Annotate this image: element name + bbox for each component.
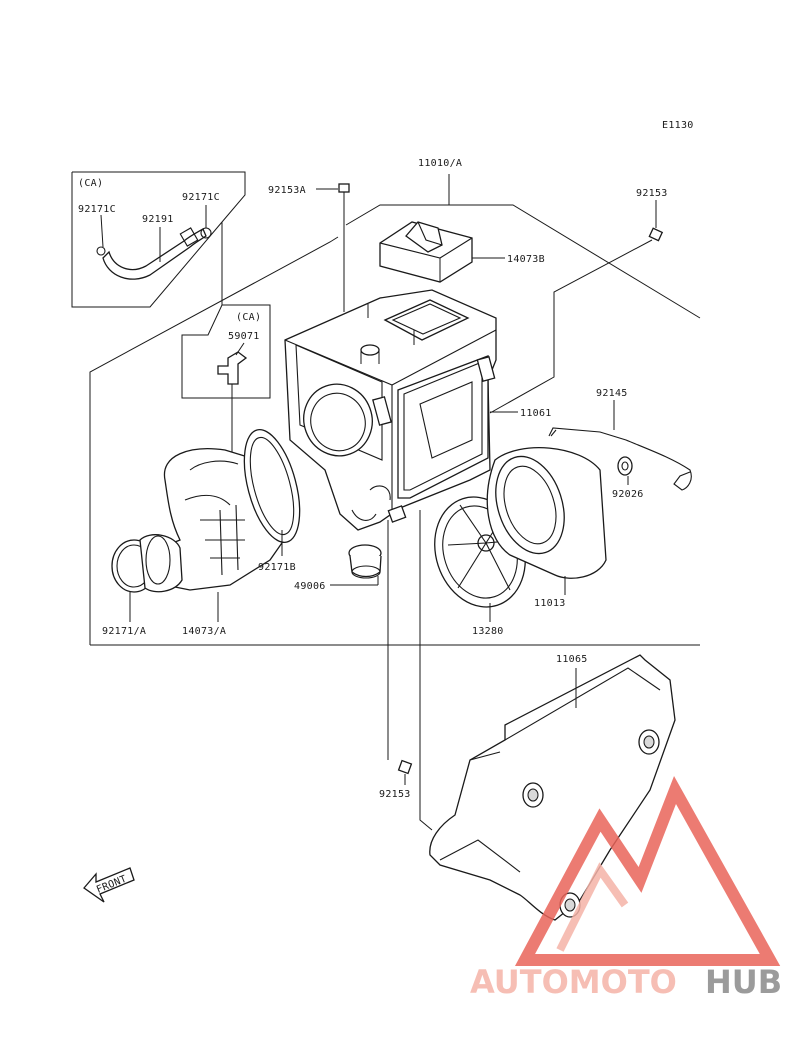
hose-92191 [102, 228, 207, 280]
label-59071: 59071 [228, 331, 260, 342]
label-92026: 92026 [612, 489, 644, 500]
airbox-top-opening [383, 299, 470, 341]
label-11065: 11065 [556, 654, 588, 665]
label-92171a: 92171/A [102, 626, 146, 637]
label-14073a: 14073/A [182, 626, 226, 637]
front-direction-arrow: FRONT [83, 867, 135, 903]
label-92153-top: 92153 [636, 188, 668, 199]
label-14073b: 14073B [507, 254, 545, 265]
label-11061: 11061 [520, 408, 552, 419]
bolt-92153-top: 92153 [489, 188, 668, 414]
part-92145-wire: 92145 [548, 388, 692, 491]
label-92153a: 92153A [268, 185, 306, 196]
airbox-intake-opening [303, 383, 373, 457]
part-49006: 49006 [294, 544, 382, 592]
part-14073b: 14073B [379, 221, 545, 283]
bolt-92153a: 92153A [268, 183, 350, 312]
label-11010a: 11010/A [418, 158, 462, 169]
bolt-92153-bottom: 92153 [379, 759, 413, 800]
label-13280: 13280 [472, 626, 504, 637]
leader-cover [419, 510, 433, 831]
label-92191: 92191 [142, 214, 174, 225]
ca-inset-box-upper: (CA) 92171C 92191 92171C [71, 171, 246, 308]
ca-label-middle: (CA) [236, 312, 261, 323]
label-11013: 11013 [534, 598, 566, 609]
part-92026-grommet: 92026 [612, 456, 644, 500]
fitting-59071 [217, 351, 248, 385]
watermark-text-hub: HUB [705, 963, 782, 1001]
part-14073a-intake-duct: 92171/A 14073/A 92171B [102, 428, 301, 637]
watermark-text-main: AUTOMOTO [470, 963, 677, 1001]
diagram-code: E1130 [662, 120, 694, 131]
label-92171c-b: 92171C [182, 192, 220, 203]
airbox-housing: 11061 [284, 289, 552, 531]
label-92171b: 92171B [258, 562, 296, 573]
ca-label-upper: (CA) [78, 178, 103, 189]
label-92171c-a: 92171C [78, 204, 116, 215]
watermark-triangle-icon [514, 775, 781, 966]
part-11013-filter: 11013 [486, 447, 607, 609]
part-11065-side-cover: 11065 [429, 654, 676, 921]
duct-outlet-flange [243, 428, 301, 544]
assembly-outline-11010a: 11010/A [89, 158, 701, 646]
label-49006: 49006 [294, 581, 326, 592]
watermark-logo: AUTOMOTO HUB [470, 775, 782, 1001]
label-92153-bottom: 92153 [379, 789, 411, 800]
label-92145: 92145 [596, 388, 628, 399]
clamp-92171c-left [96, 246, 106, 256]
